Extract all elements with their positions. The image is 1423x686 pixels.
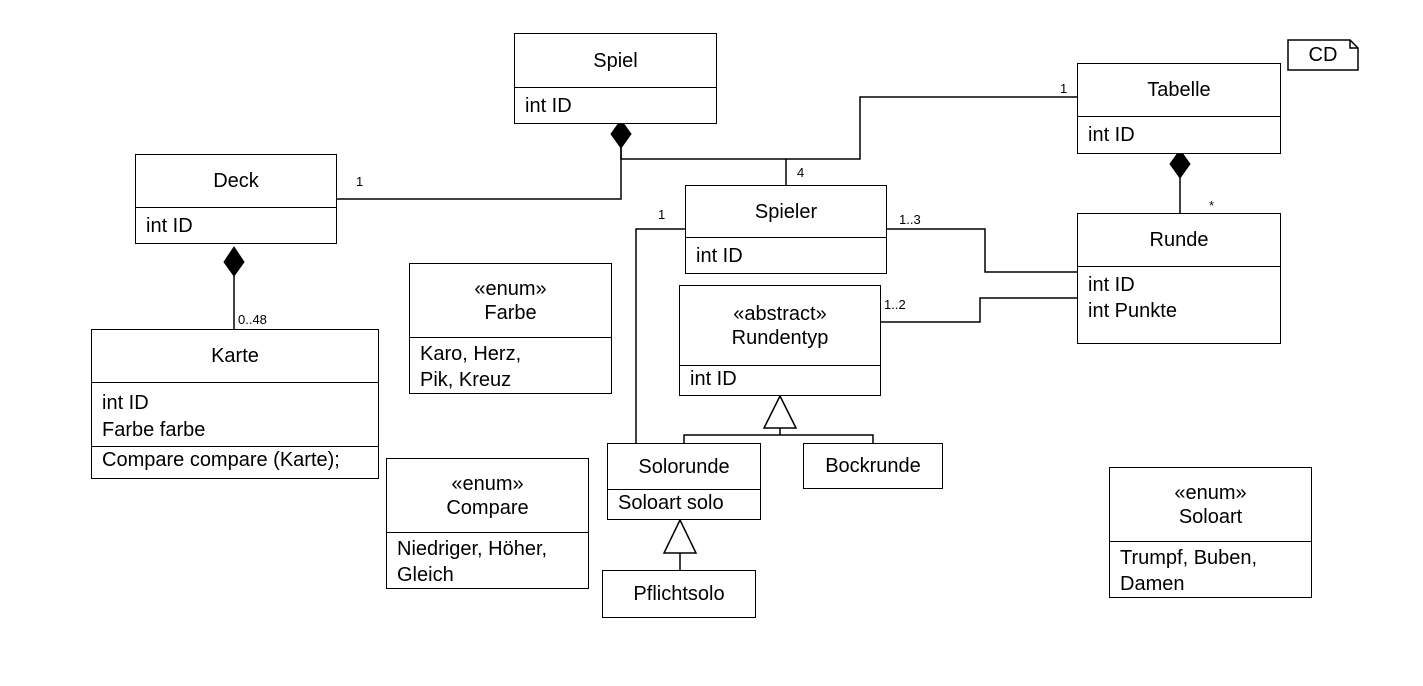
class-runde: Runde int ID int Punkte bbox=[1077, 213, 1281, 344]
enum-soloart-header: «enum» Soloart bbox=[1110, 468, 1311, 542]
method: Compare compare (Karte); bbox=[102, 449, 340, 471]
class-spiel: Spiel int ID bbox=[514, 33, 717, 124]
attribute: int ID bbox=[102, 392, 149, 414]
enum-compare-header: «enum» Compare bbox=[387, 459, 588, 533]
class-spieler: Spieler int ID bbox=[685, 185, 887, 274]
class-deck-attributes: int ID bbox=[136, 208, 336, 243]
class-karte: Karte int ID Farbe farbe Compare compare… bbox=[91, 329, 379, 479]
class-tabelle-attributes: int ID bbox=[1078, 117, 1280, 152]
class-name: Spiel bbox=[593, 49, 638, 72]
multiplicity-deck-karte: 0..48 bbox=[238, 312, 267, 327]
class-name: Deck bbox=[213, 170, 259, 192]
class-solorunde-attributes: Soloart solo bbox=[608, 490, 760, 519]
multiplicity-runde-tabelle: * bbox=[1209, 198, 1215, 213]
enum-soloart-literals: Trumpf, Buben, Damen bbox=[1110, 542, 1311, 601]
spiel-spieler-association bbox=[620, 148, 787, 185]
solorunde-generalization-triangle bbox=[662, 518, 698, 554]
attribute: int ID bbox=[1088, 274, 1135, 296]
class-spiel-attributes: int ID bbox=[515, 88, 716, 123]
enum-literal: Pik, Kreuz bbox=[420, 369, 512, 391]
cd-note-label: CD bbox=[1308, 43, 1338, 66]
class-name: Soloart bbox=[1178, 505, 1243, 528]
stereotype: «enum» bbox=[451, 472, 524, 495]
enum-farbe: «enum» Farbe Karo, Herz, Pik, Kreuz bbox=[409, 263, 612, 394]
multiplicity-spieler-runde: 1..3 bbox=[899, 212, 921, 227]
class-name: Compare bbox=[446, 496, 529, 519]
enum-literal: Gleich bbox=[397, 564, 454, 586]
class-karte-attributes: int ID Farbe farbe bbox=[92, 383, 378, 447]
attribute: int ID bbox=[525, 95, 572, 117]
attribute: Farbe farbe bbox=[102, 419, 206, 441]
spieler-runde-association bbox=[887, 228, 1077, 273]
class-spiel-header: Spiel bbox=[515, 34, 716, 88]
class-runde-header: Runde bbox=[1078, 214, 1280, 267]
class-rundentyp-header: «abstract» Rundentyp bbox=[680, 286, 880, 366]
attribute: int ID bbox=[690, 368, 737, 390]
class-solorunde: Solorunde Soloart solo bbox=[607, 443, 761, 520]
spiel-deck-association bbox=[337, 148, 622, 200]
attribute: int ID bbox=[1088, 124, 1135, 146]
stereotype: «enum» bbox=[474, 277, 547, 300]
multiplicity-spieler-top: 4 bbox=[797, 165, 805, 180]
attribute: Soloart solo bbox=[618, 492, 724, 514]
deck-composition-diamond bbox=[223, 246, 245, 277]
class-bockrunde: Bockrunde bbox=[803, 443, 943, 489]
tabelle-spieler-association bbox=[786, 96, 1077, 160]
enum-farbe-header: «enum» Farbe bbox=[410, 264, 611, 338]
multiplicity-deck-spieler: 1 bbox=[356, 174, 364, 189]
spiel-composition-diamond bbox=[610, 119, 632, 149]
enum-literal: Karo, Herz, bbox=[420, 343, 522, 365]
attribute: int Punkte bbox=[1088, 300, 1177, 322]
enum-compare-literals: Niedriger, Höher, Gleich bbox=[387, 533, 588, 592]
multiplicity-rundentyp-runde: 1..2 bbox=[884, 297, 906, 312]
enum-soloart: «enum» Soloart Trumpf, Buben, Damen bbox=[1109, 467, 1312, 598]
multiplicity-solorunde-spieler: 1 bbox=[658, 207, 666, 222]
class-name: Karte bbox=[211, 345, 259, 367]
class-name: Runde bbox=[1149, 229, 1209, 251]
class-karte-methods: Compare compare (Karte); bbox=[92, 447, 378, 476]
class-tabelle: Tabelle int ID bbox=[1077, 63, 1281, 154]
attribute: int ID bbox=[146, 215, 193, 237]
class-name: Tabelle bbox=[1147, 79, 1211, 101]
class-deck-header: Deck bbox=[136, 155, 336, 208]
class-pflichtsolo: Pflichtsolo bbox=[602, 570, 756, 618]
class-spieler-attributes: int ID bbox=[686, 238, 886, 273]
enum-literal: Trumpf, Buben, bbox=[1120, 547, 1258, 569]
rundentyp-generalization-tree bbox=[683, 434, 874, 443]
attribute: int ID bbox=[696, 245, 743, 267]
enum-farbe-literals: Karo, Herz, Pik, Kreuz bbox=[410, 338, 611, 397]
class-deck: Deck int ID bbox=[135, 154, 337, 244]
class-name: Bockrunde bbox=[825, 454, 921, 477]
class-name: Pflichtsolo bbox=[633, 582, 725, 605]
class-karte-header: Karte bbox=[92, 330, 378, 383]
enum-literal: Damen bbox=[1120, 573, 1185, 595]
class-name: Rundentyp bbox=[731, 326, 829, 349]
rundentyp-generalization-triangle bbox=[762, 394, 798, 429]
rundentyp-runde-association bbox=[880, 297, 1077, 323]
cd-note bbox=[1287, 39, 1359, 71]
stereotype: «abstract» bbox=[733, 302, 827, 325]
class-name: Spieler bbox=[754, 200, 818, 223]
enum-literal: Niedriger, Höher, bbox=[397, 538, 548, 560]
class-tabelle-header: Tabelle bbox=[1078, 64, 1280, 117]
enum-compare: «enum» Compare Niedriger, Höher, Gleich bbox=[386, 458, 589, 589]
solorunde-spieler-association bbox=[635, 228, 685, 443]
class-solorunde-header: Solorunde bbox=[608, 444, 760, 490]
stereotype: «enum» bbox=[1174, 481, 1247, 504]
class-spieler-header: Spieler bbox=[686, 186, 886, 238]
class-rundentyp: «abstract» Rundentyp int ID bbox=[679, 285, 881, 396]
class-runde-attributes: int ID int Punkte bbox=[1078, 267, 1280, 328]
class-name: Farbe bbox=[484, 301, 537, 324]
class-rundentyp-attributes: int ID bbox=[680, 366, 880, 395]
class-name: Solorunde bbox=[638, 455, 730, 478]
tabelle-composition-diamond bbox=[1169, 149, 1191, 179]
multiplicity-tabelle-spieler: 1 bbox=[1060, 81, 1068, 96]
